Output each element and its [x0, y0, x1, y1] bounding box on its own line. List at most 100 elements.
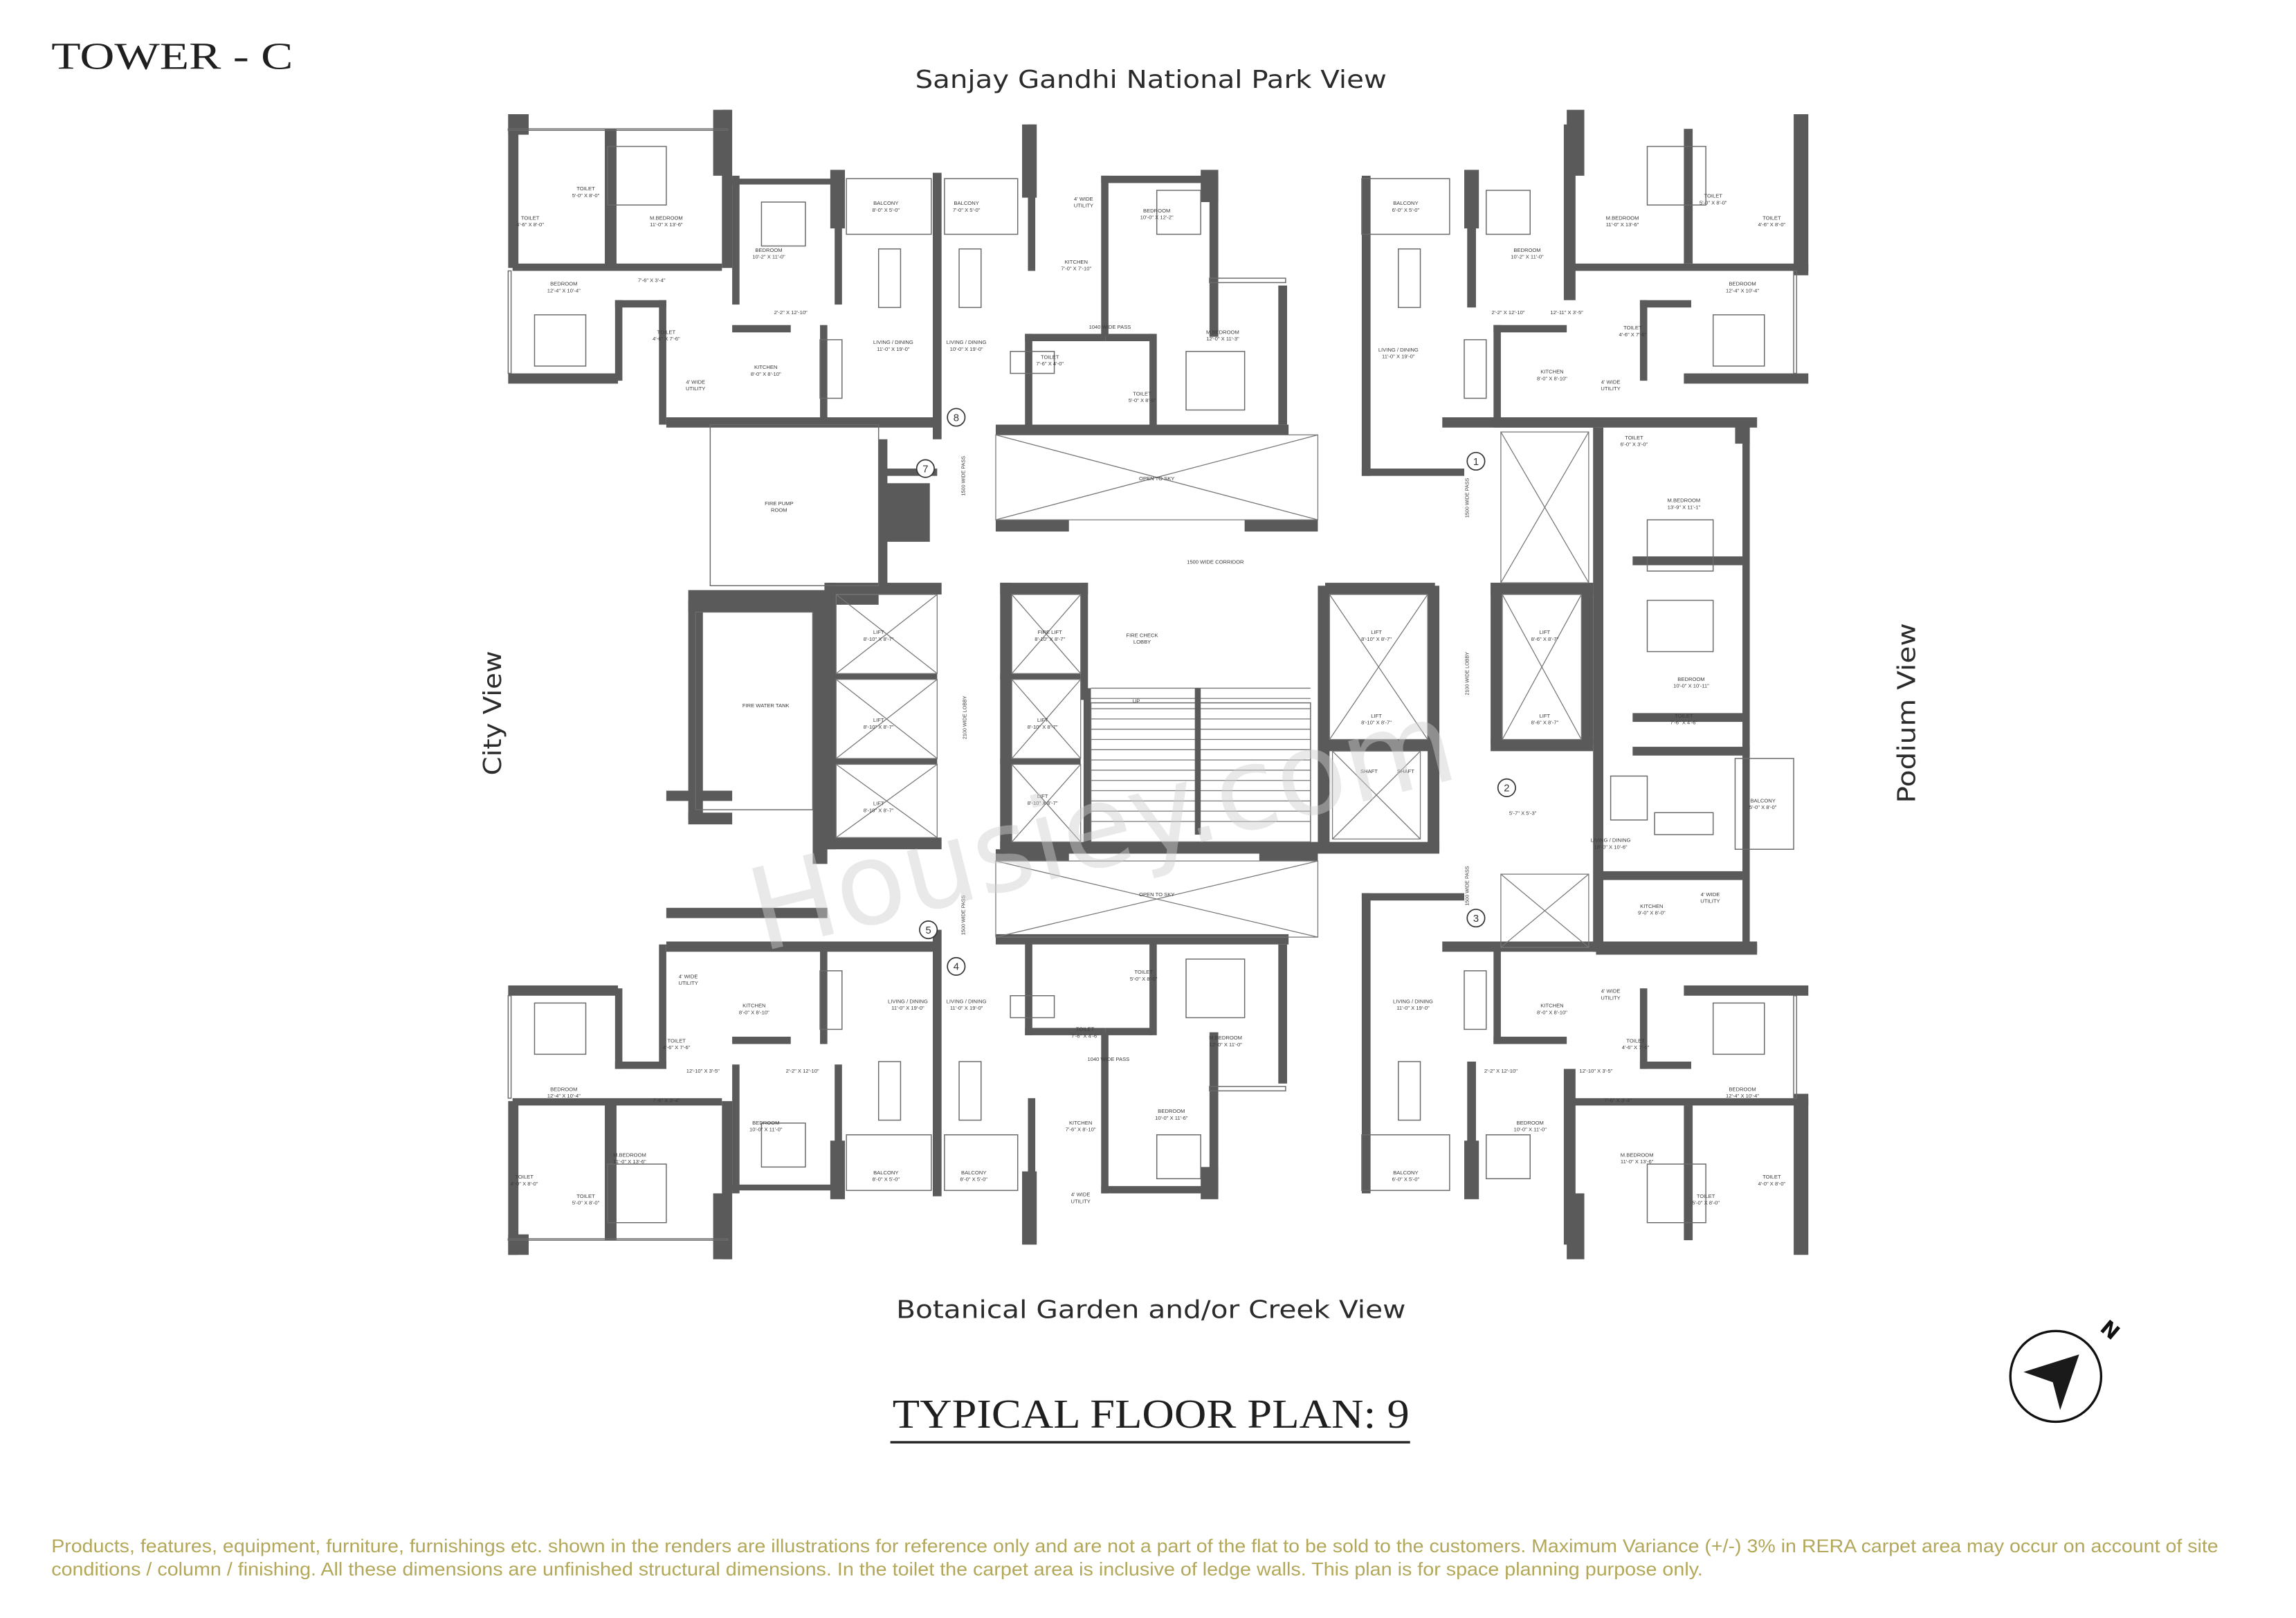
- shaft-cross-icon: [835, 763, 938, 838]
- room-size: 13'-9" X 11'-1": [1668, 504, 1701, 510]
- room-name: SHAFT: [1360, 768, 1378, 774]
- unit-number-badge: 5: [919, 920, 938, 940]
- room-name: 4' WIDE: [1601, 988, 1621, 994]
- north-arrow-icon: N: [2009, 1316, 2124, 1424]
- room-name: BEDROOM: [1158, 1108, 1185, 1114]
- unit-number-badge: 7: [915, 459, 935, 478]
- wall: [1080, 583, 1088, 700]
- wall: [1000, 758, 1081, 765]
- room-size: 2'-2" X 12'-10": [774, 309, 808, 316]
- wall: [1428, 585, 1440, 850]
- unit-number-badge: 8: [947, 408, 966, 427]
- wall: [614, 988, 623, 1069]
- room-size: 11'-0" X 13'-6": [1606, 221, 1639, 228]
- room-size: 18'-0" X 10'-6": [1594, 844, 1628, 850]
- room-size: 5'-0" X 8'-0": [1129, 397, 1156, 403]
- fixture-outline: [760, 1122, 806, 1168]
- unit-number: 8: [954, 412, 959, 424]
- wall: [1467, 175, 1476, 308]
- room-size: LOBBY: [1133, 639, 1151, 645]
- room-size: 7'-6" X 3'-4": [653, 1097, 680, 1103]
- wall: [1278, 285, 1288, 425]
- wall: [1278, 944, 1288, 1084]
- room-size: UTILITY: [686, 385, 705, 392]
- fixture-outline: [1654, 812, 1714, 835]
- view-label-left: City View: [479, 651, 507, 775]
- wall: [1000, 583, 1012, 850]
- room-size: 4'-6" X 8'-0": [1758, 221, 1786, 228]
- wall: [688, 600, 821, 612]
- wall: [1581, 583, 1594, 744]
- room-name: TOILET: [1626, 1037, 1645, 1044]
- shaft-cross-icon: [1500, 431, 1589, 583]
- room-name: LIVING / DINING: [1591, 837, 1631, 844]
- room-name: LIFT: [1540, 713, 1551, 719]
- room-size: 12'-10" X 3'-5": [686, 1068, 720, 1074]
- passage-label: 1500 WIDE PASS: [1464, 866, 1470, 906]
- wall: [878, 483, 930, 542]
- wall: [1684, 373, 1809, 384]
- fixture-outline: [534, 314, 587, 367]
- wall: [827, 758, 938, 765]
- room-name: M.BEDROOM: [1209, 1035, 1242, 1041]
- room-name: LIVING / DINING: [888, 998, 928, 1004]
- fixture-outline: [877, 248, 902, 309]
- room-size: 8'-10" X 8'-7": [1028, 724, 1058, 730]
- room-size: 10'-0" X 11'-6": [1155, 1115, 1188, 1121]
- shaft-cross-icon: [835, 594, 938, 674]
- room-size: 12'-4" X 10'-4": [547, 1093, 581, 1099]
- room-name: LIFT: [873, 629, 884, 635]
- room-name: BEDROOM: [550, 1086, 577, 1092]
- room-size: 7'-6" X 3'-4": [638, 278, 666, 284]
- fixture-outline: [607, 145, 667, 206]
- room-name: TOILET: [1041, 354, 1059, 360]
- wall: [1361, 893, 1371, 1194]
- room-size: UTILITY: [1601, 385, 1620, 392]
- room-name: TOILET: [521, 215, 540, 221]
- wall: [1491, 583, 1503, 744]
- room-size: 4'-6" X 7'-6": [1619, 331, 1647, 338]
- room-size: 4'-6" X 8'-0": [516, 221, 544, 228]
- room-name: BEDROOM: [1729, 1086, 1756, 1092]
- room-size: 7'-6" X 4'-6": [1071, 1033, 1099, 1039]
- room-name: BALCONY: [954, 200, 978, 206]
- fixture-outline: [1185, 958, 1246, 1019]
- wall: [1493, 325, 1501, 425]
- room-name: M.BEDROOM: [650, 215, 683, 221]
- room-name: TOILET: [657, 329, 676, 335]
- fixture-outline: [534, 1002, 587, 1055]
- passage-label: 1500 WIDE PASS: [960, 896, 967, 936]
- fixture-outline: [507, 270, 512, 374]
- wall: [508, 1101, 519, 1255]
- room-size: 11'-0" X 19'-0": [891, 1005, 924, 1011]
- wall: [688, 812, 733, 825]
- room-name: KITCHEN: [1540, 1003, 1563, 1009]
- wall: [827, 673, 938, 680]
- wall: [878, 469, 938, 476]
- room-size: 8'-10" X 8'-7": [1361, 719, 1392, 725]
- wall: [995, 934, 1289, 945]
- wall: [835, 1064, 842, 1194]
- wall: [1742, 424, 1750, 952]
- wall: [1639, 300, 1691, 308]
- wall: [1000, 842, 1440, 854]
- shaft-cross-icon: [1011, 679, 1082, 759]
- fixture-outline: [819, 970, 843, 1030]
- shaft-cross-icon: [1329, 594, 1428, 740]
- room-size: 4'-6" X 7'-6": [663, 1044, 691, 1051]
- room-size: 11'-0" X 19'-0": [1382, 354, 1415, 360]
- room-name: TOILET: [515, 1174, 534, 1180]
- room-size: 7'-6" X 8'-10": [1066, 1127, 1096, 1133]
- room-name: KITCHEN: [1065, 259, 1088, 265]
- shaft-cross-icon: [835, 679, 938, 759]
- room-size: 8'-6" X 8'-7": [1531, 636, 1559, 642]
- room-name: M.BEDROOM: [613, 1152, 646, 1158]
- wall: [932, 929, 942, 1197]
- wall: [512, 263, 722, 271]
- wall: [1574, 263, 1809, 271]
- room-size: 5'-7" X 5'-3": [1509, 810, 1537, 817]
- room-size: 11'-0" X 19'-0": [877, 346, 910, 352]
- fixture-outline: [507, 995, 512, 1099]
- wall: [732, 1037, 791, 1044]
